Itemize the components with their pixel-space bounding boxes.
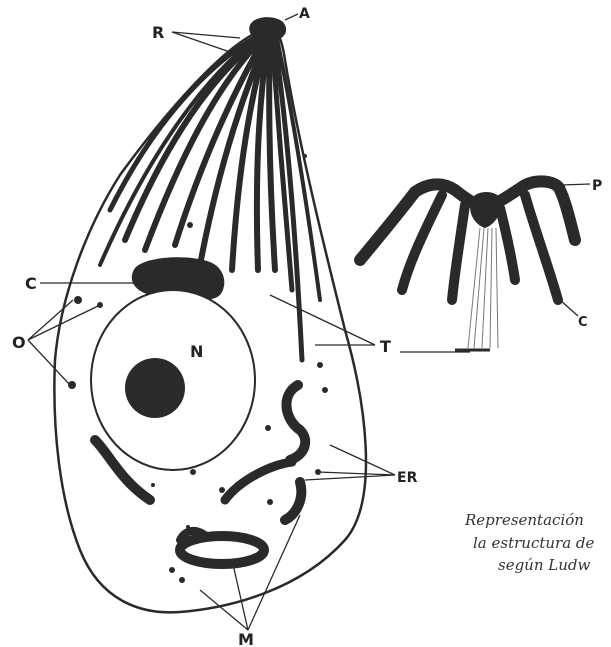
label-T: T	[380, 337, 391, 356]
mitochondrion-ring	[180, 536, 264, 564]
label-N: N	[190, 342, 203, 361]
inset-rootlet	[468, 228, 498, 348]
inset-diagram	[360, 181, 575, 350]
caption-line-3: según Ludw	[498, 556, 590, 574]
label-C-inset: C	[578, 315, 588, 330]
caption-line-2: la estructura de	[473, 534, 594, 552]
nucleolus	[125, 358, 185, 418]
caption-line-1: Representación	[465, 511, 584, 529]
label-R: R	[152, 23, 164, 42]
inset-center-knob	[470, 192, 501, 228]
label-M: M	[238, 630, 254, 647]
label-C-cell: C	[25, 274, 37, 293]
label-P: P	[592, 178, 602, 194]
label-ER: ER	[397, 470, 418, 486]
label-O: O	[12, 333, 26, 352]
label-A: A	[299, 6, 310, 22]
